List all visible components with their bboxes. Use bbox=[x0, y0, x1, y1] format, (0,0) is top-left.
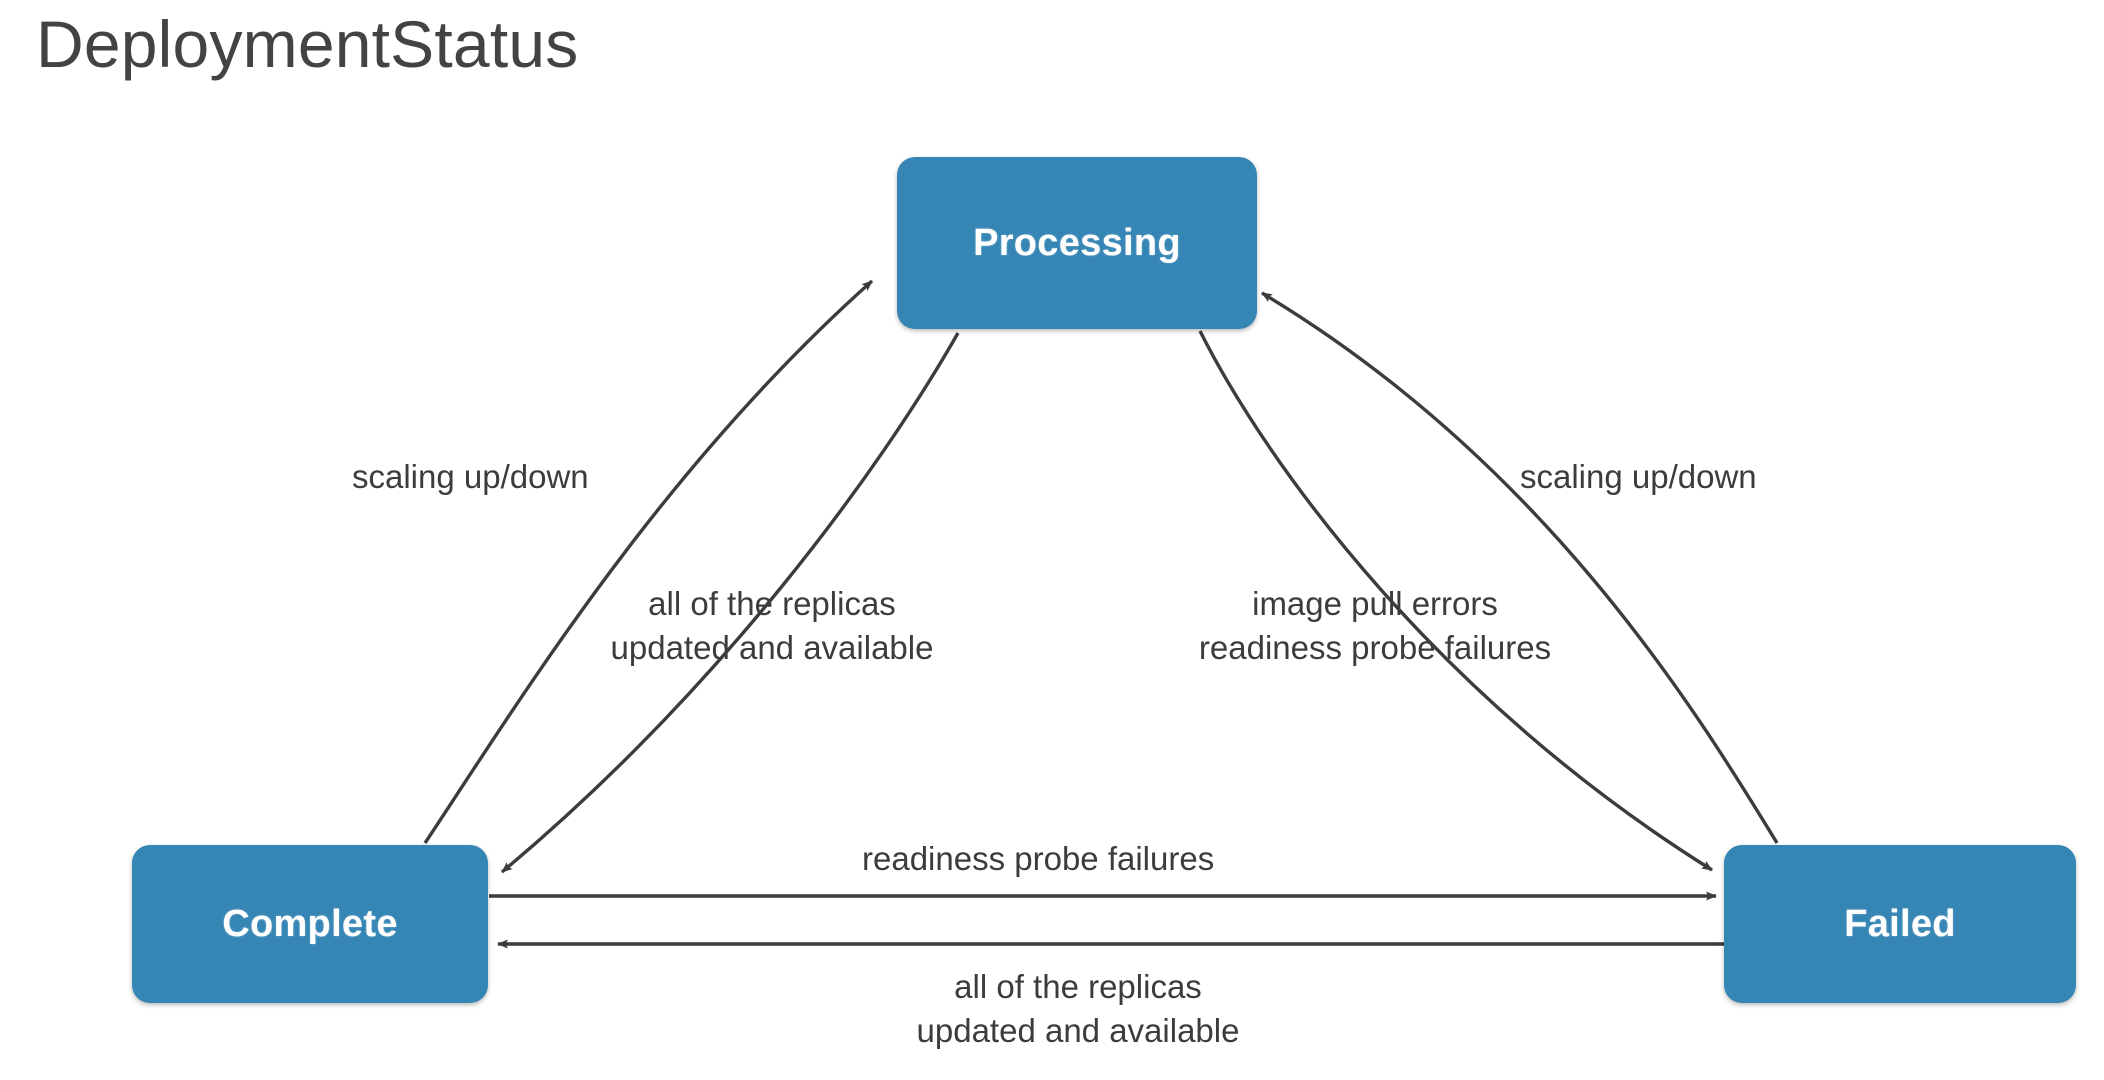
edge-processing-to-complete bbox=[500, 332, 960, 874]
node-complete-label: Complete bbox=[222, 902, 398, 945]
node-processing-label: Processing bbox=[973, 221, 1181, 264]
edge-label-replicas-left: all of the replicas updated and availabl… bbox=[578, 582, 966, 670]
edge-label-replicas-bottom: all of the replicas updated and availabl… bbox=[878, 965, 1278, 1053]
node-failed[interactable]: Failed bbox=[1724, 845, 2076, 1003]
edge-label-replicas-left-line1: all of the replicas bbox=[648, 585, 896, 622]
edge-label-errors-right-line1: image pull errors bbox=[1252, 585, 1498, 622]
node-failed-label: Failed bbox=[1844, 902, 1956, 945]
edge-label-readiness-middle: readiness probe failures bbox=[862, 840, 1215, 877]
node-processing[interactable]: Processing bbox=[897, 157, 1257, 329]
node-complete[interactable]: Complete bbox=[132, 845, 488, 1003]
edge-label-replicas-left-line2: updated and available bbox=[610, 629, 934, 666]
edge-label-replicas-bottom-line2: updated and available bbox=[916, 1012, 1240, 1049]
edge-label-scaling-right: scaling up/down bbox=[1520, 458, 1757, 495]
edge-label-errors-right: image pull errors readiness probe failur… bbox=[1160, 582, 1590, 670]
edge-label-scaling-left: scaling up/down bbox=[352, 458, 589, 495]
page-title: DeploymentStatus bbox=[36, 7, 579, 81]
edge-label-replicas-bottom-line1: all of the replicas bbox=[954, 968, 1202, 1005]
edge-complete-to-processing bbox=[423, 279, 874, 844]
edge-processing-to-failed bbox=[1198, 330, 1713, 872]
edge-failed-to-processing bbox=[1261, 291, 1779, 844]
edge-label-errors-right-line2: readiness probe failures bbox=[1198, 629, 1552, 666]
